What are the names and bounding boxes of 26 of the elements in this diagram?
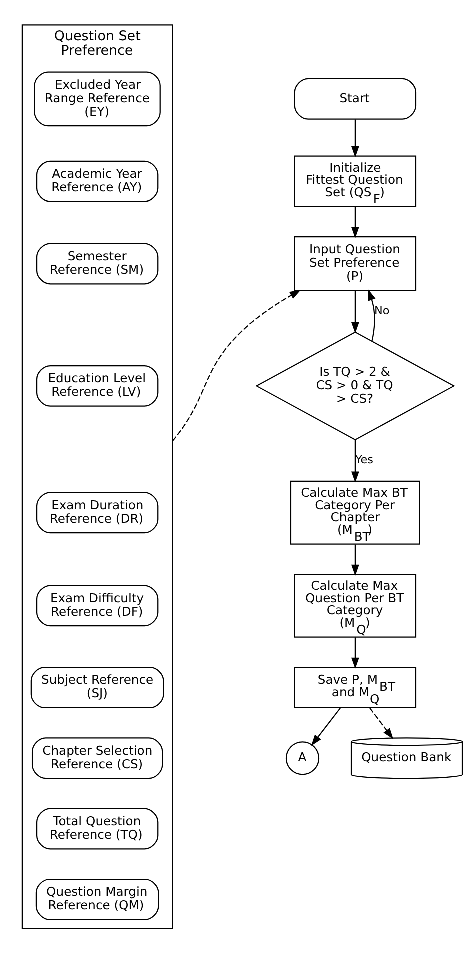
arrow: [351, 206, 359, 238]
node-box: Education Level Reference (LV): [36, 364, 158, 406]
node-box: Total Question Reference (TQ): [36, 808, 158, 850]
arrow: [351, 290, 359, 334]
arrow: [310, 707, 340, 746]
node-box: Academic Year Reference (AY): [36, 160, 158, 202]
arrow: [351, 637, 359, 669]
arrow: [369, 707, 394, 739]
node-box: Question Margin Reference (QM): [35, 878, 159, 920]
arrow: [368, 288, 376, 341]
arrow: [351, 544, 359, 576]
node-box: Input Question Set Preference (P): [294, 236, 416, 291]
node-box: Excluded Year Range Reference (EY): [34, 71, 160, 126]
node-box: Start: [294, 78, 416, 120]
node-box: Subject Reference (SJ): [30, 666, 164, 708]
node-diamond: Is TQ > 2 & CS > 0 & TQ > CS?: [255, 331, 455, 440]
arrow: [351, 440, 359, 482]
node-box: Chapter Selection Reference (CS): [31, 737, 163, 779]
node-box: Semester Reference (SM): [36, 242, 158, 284]
edge-label: Yes: [354, 453, 374, 466]
edge-label: No: [374, 304, 390, 317]
arrow: [172, 290, 301, 442]
node-box: Exam Duration Reference (DR): [36, 492, 158, 534]
node-circle: A: [285, 741, 320, 775]
node-box: Exam Difficulty Reference (DF): [36, 584, 158, 626]
arrow: [351, 119, 359, 158]
